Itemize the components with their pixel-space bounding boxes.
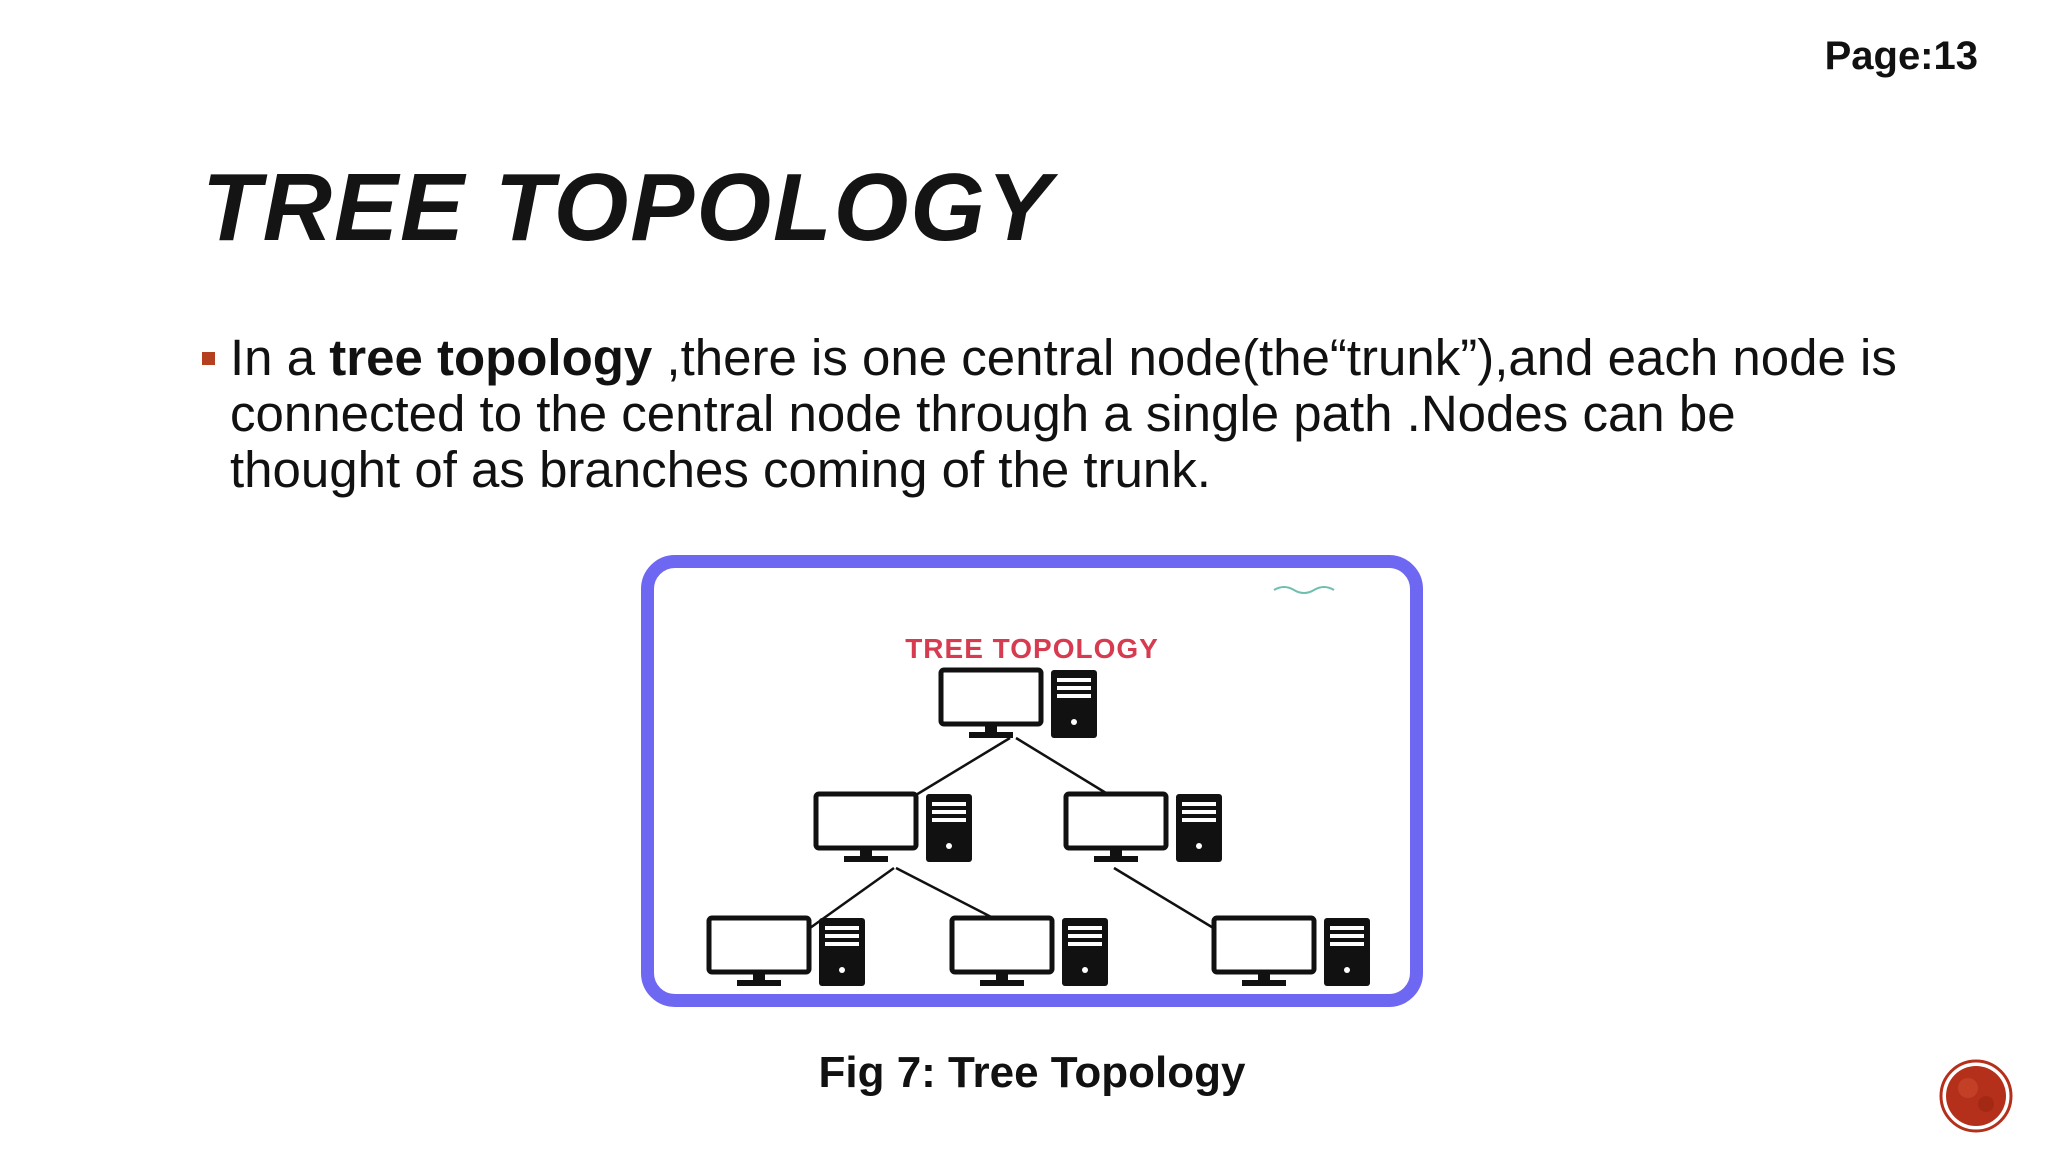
leaf3-computer-icon — [1214, 918, 1370, 986]
watermark-mark — [1273, 586, 1335, 594]
bullet-text: In a tree topology ,there is one central… — [230, 330, 1902, 498]
decorative-circle-badge-icon — [1939, 1059, 2013, 1133]
link-root-left — [900, 736, 1011, 806]
right-computer-icon — [1066, 794, 1222, 862]
leaf2-computer-icon — [952, 918, 1108, 986]
figure-caption: Fig 7: Tree Topology — [818, 1048, 1246, 1097]
leaf1-computer-icon — [709, 918, 865, 986]
slide-title: TREE TOPOLOGY — [202, 154, 1053, 261]
root-computer-icon — [941, 670, 1097, 738]
bullet-point: In a tree topology ,there is one central… — [202, 330, 1902, 498]
square-bullet-icon — [202, 352, 215, 365]
diagram-title: TREE TOPOLOGY — [905, 633, 1159, 664]
bullet-text-intro: In a — [230, 329, 330, 386]
page-number: Page:13 — [1824, 34, 1978, 78]
figure-frame: TREE TOPOLOGY — [641, 555, 1423, 1007]
left-computer-icon — [816, 794, 972, 862]
link-right-leaf3 — [1113, 866, 1231, 940]
bullet-text-rest: ,there is one central node(the“trunk”),a… — [230, 329, 1897, 498]
link-left-leaf1 — [795, 866, 895, 940]
tree-topology-diagram: TREE TOPOLOGY — [654, 586, 1410, 994]
bullet-bold-term: tree topology — [329, 329, 653, 386]
